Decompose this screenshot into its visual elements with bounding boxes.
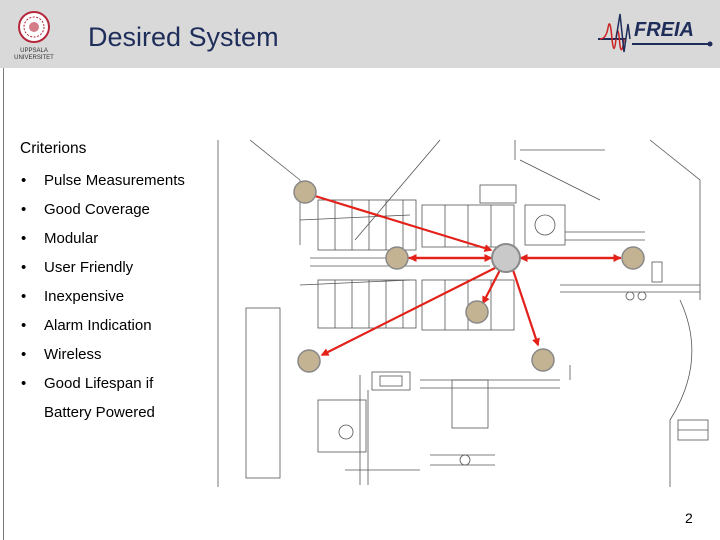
list-item-text: Good Lifespan if <box>44 375 154 392</box>
list-item-text: Modular <box>44 230 99 247</box>
bullet-icon: • <box>21 317 27 334</box>
bullet-icon: • <box>21 375 27 392</box>
floor-plan-diagram <box>217 139 709 487</box>
criterions-heading: Criterions <box>20 140 87 157</box>
list-item: • Good Coverage <box>20 200 220 229</box>
list-item-continuation: Battery Powered <box>44 404 155 421</box>
slide-header: UPPSALA UNIVERSITET Desired System FREIA <box>0 0 720 68</box>
left-border <box>3 68 4 540</box>
sensor-node <box>465 300 489 324</box>
list-item: • Modular <box>20 229 220 258</box>
svg-text:FREIA: FREIA <box>634 19 694 41</box>
sensor-node <box>531 348 555 372</box>
uppsala-university-logo: UPPSALA UNIVERSITET <box>14 11 54 61</box>
sensor-nodes <box>293 180 645 373</box>
arrow <box>314 194 493 252</box>
bullet-icon: • <box>21 288 27 305</box>
bullet-icon: • <box>21 346 27 363</box>
sensor-node <box>385 246 409 270</box>
freia-logo: FREIA <box>598 13 713 53</box>
signal-arrows <box>314 194 622 356</box>
list-item-text: User Friendly <box>44 259 134 276</box>
list-item-text: Alarm Indication <box>44 317 152 334</box>
list-item-text: Wireless <box>44 346 102 363</box>
bullet-icon: • <box>21 201 27 218</box>
list-item-text: Inexpensive <box>44 288 125 305</box>
floor-plan-drawing <box>217 139 709 487</box>
arrow <box>482 269 501 305</box>
list-item-text: Good Coverage <box>44 201 150 218</box>
sensor-node <box>293 180 317 204</box>
slide-title: Desired System <box>88 22 279 52</box>
sensor-node <box>621 246 645 270</box>
arrow <box>320 267 496 356</box>
bullet-icon: • <box>21 172 27 189</box>
svg-text:UPPSALA: UPPSALA <box>20 48 48 54</box>
arrow <box>511 269 540 347</box>
criterions-panel: Criterions • Pulse Measurements • Good Cov… <box>20 140 220 421</box>
central-hub <box>491 243 521 273</box>
svg-text:UNIVERSITET: UNIVERSITET <box>14 55 54 61</box>
criterions-list: • Pulse Measurements • Good Coverage • Modu… <box>20 171 220 421</box>
list-item: • Alarm Indication <box>20 316 220 345</box>
page-number: 2 <box>685 510 693 526</box>
list-item: • User Friendly <box>20 258 220 287</box>
bullet-icon: • <box>21 230 27 247</box>
list-item-text: Pulse Measurements <box>44 172 185 189</box>
sensor-node <box>297 349 321 373</box>
list-item: • Inexpensive <box>20 287 220 316</box>
list-item: • Good Lifespan if Battery Powered <box>20 374 220 421</box>
list-item: • Wireless <box>20 345 220 374</box>
list-item: • Pulse Measurements <box>20 171 220 200</box>
bullet-icon: • <box>21 259 27 276</box>
